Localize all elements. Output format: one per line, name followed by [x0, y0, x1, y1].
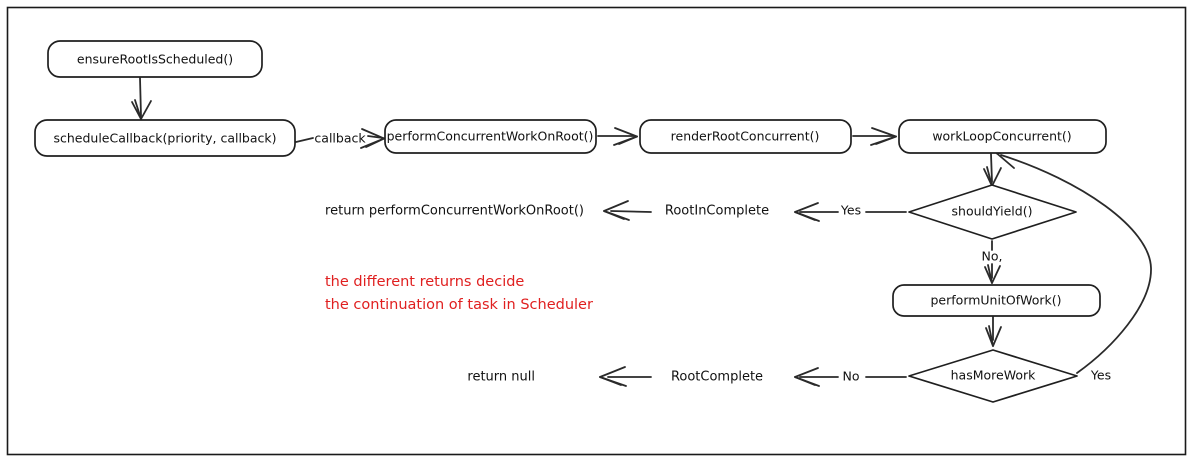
edge-label-no-has-more-work: No: [843, 369, 860, 384]
edge-label-no-should-yield: No,: [982, 249, 1003, 264]
edge-rootincomplete-to-return: [603, 200, 652, 221]
node-render-root-concurrent[interactable]: renderRootConcurrent(): [639, 119, 852, 154]
edge-shouldyield-yes: [794, 202, 907, 222]
node-label-has-more-work: hasMoreWork: [951, 368, 1036, 383]
edge-label-yes-should-yield: Yes: [840, 203, 861, 218]
label-root-incomplete: RootInComplete: [665, 204, 769, 219]
node-label-ensure-root-is-scheduled: ensureRootIsScheduled(): [77, 52, 233, 67]
annotation-line-1: the different returns decide: [325, 274, 524, 290]
edge-ensure-to-schedule: [131, 77, 152, 120]
node-label-schedule-callback: scheduleCallback(priority, callback): [53, 131, 276, 146]
node-work-loop-concurrent[interactable]: workLoopConcurrent(): [898, 119, 1107, 154]
annotation-scheduler-note: the different returns decide the continu…: [325, 274, 593, 313]
node-label-render-root-concurrent: renderRootConcurrent(): [671, 129, 820, 144]
label-root-complete: RootComplete: [671, 370, 763, 385]
edge-label-yes-has-more-work: Yes: [1090, 368, 1111, 383]
annotation-line-2: the continuation of task in Scheduler: [325, 297, 593, 313]
edge-label-callback: callback: [314, 131, 366, 146]
node-perform-concurrent-work-on-root[interactable]: performConcurrentWorkOnRoot(): [384, 119, 597, 154]
node-ensure-root-is-scheduled[interactable]: ensureRootIsScheduled(): [47, 40, 263, 78]
node-label-should-yield: shouldYield(): [952, 204, 1033, 219]
edge-perform-to-render: [597, 127, 638, 146]
node-label-perform-unit-of-work: performUnitOfWork(): [931, 293, 1062, 308]
node-perform-unit-of-work[interactable]: performUnitOfWork(): [892, 284, 1101, 317]
node-label-work-loop-concurrent: workLoopConcurrent(): [932, 129, 1071, 144]
edge-rootcomplete-to-returnnull: [599, 366, 652, 387]
edge-hasmorework-no: [794, 367, 907, 387]
edge-schedule-to-perform: [295, 128, 385, 149]
label-return-null: return null: [467, 370, 535, 385]
node-has-more-work[interactable]: hasMoreWork: [908, 349, 1078, 403]
edge-performunit-to-hasmorework: [985, 316, 1002, 347]
label-return-perform-concurrent-work-on-root: return performConcurrentWorkOnRoot(): [325, 204, 584, 219]
edge-render-to-workloop: [852, 127, 897, 146]
node-schedule-callback[interactable]: scheduleCallback(priority, callback): [34, 119, 296, 157]
node-label-perform-concurrent-work-on-root: performConcurrentWorkOnRoot(): [387, 129, 594, 144]
node-should-yield[interactable]: shouldYield(): [908, 184, 1077, 240]
edge-shouldyield-no: [984, 240, 1001, 284]
